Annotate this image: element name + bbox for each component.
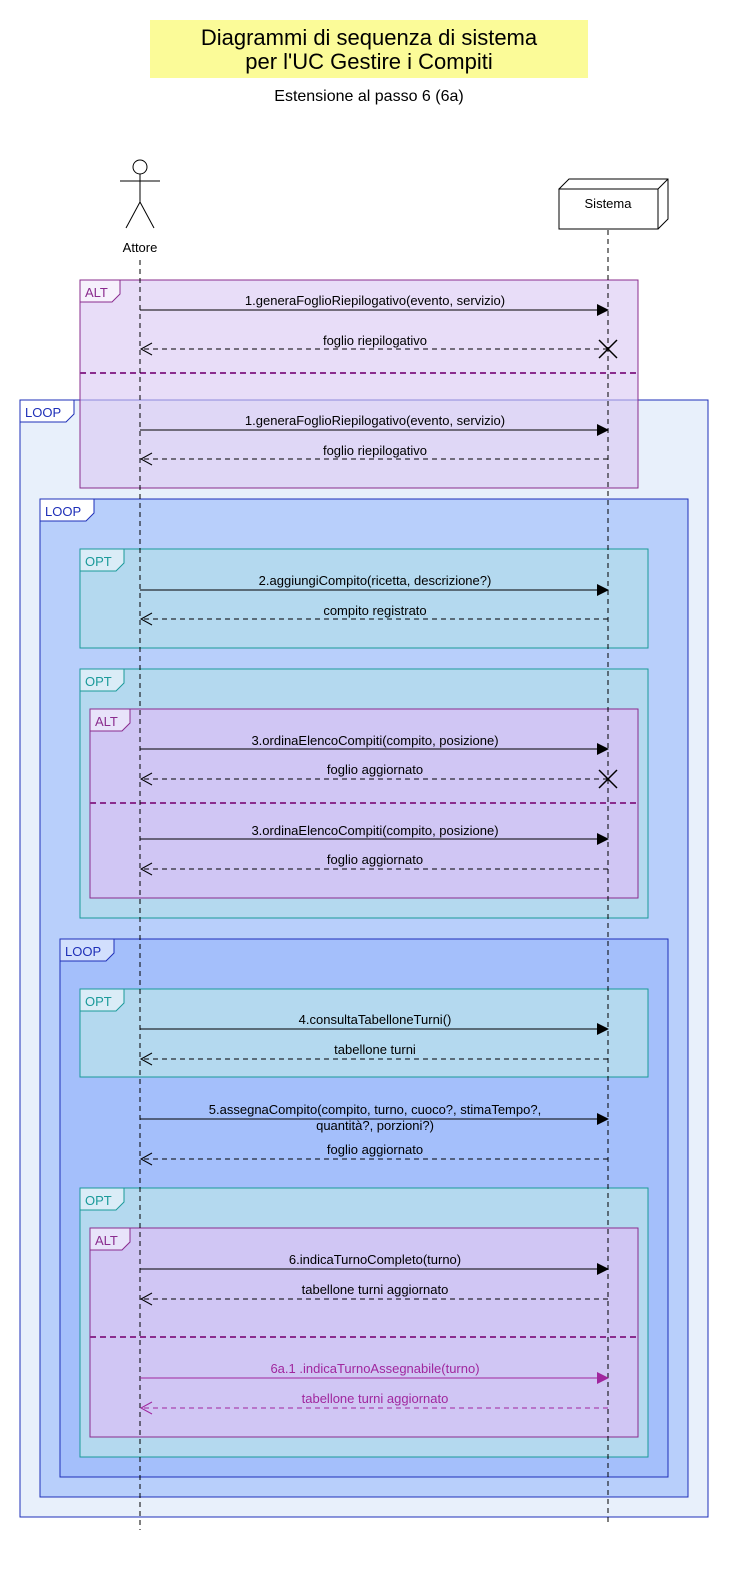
reply-arrowhead-1a bbox=[139, 342, 153, 356]
message-label-1b: 1.generaFoglioRiepilogativo(evento, serv… bbox=[245, 413, 505, 428]
actor-label: Attore bbox=[123, 240, 158, 255]
alt2-label: ALT bbox=[95, 714, 118, 729]
alt3-label: ALT bbox=[95, 1233, 118, 1248]
alt3-frame bbox=[89, 1227, 639, 1438]
loop-mid-label: LOOP bbox=[45, 504, 81, 519]
loop-outer-label: LOOP bbox=[25, 405, 61, 420]
reply-arrowhead-1b bbox=[139, 452, 153, 466]
loop-mid-tab bbox=[39, 498, 95, 522]
system-label: Sistema bbox=[585, 196, 633, 211]
opt1-label: OPT bbox=[85, 554, 112, 569]
reply-label-6a: tabellone turni aggiornato bbox=[302, 1391, 449, 1406]
opt2-label: OPT bbox=[85, 674, 112, 689]
opt4-tab bbox=[79, 1187, 125, 1211]
diagram-title: Diagrammi di sequenza di sistema per l'U… bbox=[150, 20, 588, 78]
message-label-5-line2: quantità?, porzioni?) bbox=[316, 1118, 434, 1133]
message-label-1a: 1.generaFoglioRiepilogativo(evento, serv… bbox=[245, 293, 505, 308]
reply-arrowhead-2 bbox=[139, 612, 153, 626]
reply-label-1a: foglio riepilogativo bbox=[323, 333, 427, 348]
system-node bbox=[558, 178, 669, 230]
reply-arrowhead-3a bbox=[139, 772, 153, 786]
opt2-tab bbox=[79, 668, 125, 692]
diagram-subtitle: Estensione al passo 6 (6a) bbox=[274, 88, 464, 105]
title-line-2: per l'UC Gestire i Compiti bbox=[245, 49, 493, 74]
reply-label-4: tabellone turni bbox=[334, 1042, 416, 1057]
reply-arrowhead-6 bbox=[139, 1292, 153, 1306]
alt1-tab bbox=[79, 279, 121, 303]
opt1-frame bbox=[79, 548, 649, 649]
message-label-5-line1: 5.assegnaCompito(compito, turno, cuoco?,… bbox=[209, 1102, 541, 1117]
alt1-label: ALT bbox=[85, 285, 108, 300]
alt2-tab bbox=[89, 708, 131, 732]
message-label-4: 4.consultaTabelloneTurni() bbox=[299, 1012, 452, 1027]
opt4-label: OPT bbox=[85, 1193, 112, 1208]
reply-arrowhead-4 bbox=[139, 1052, 153, 1066]
loop-inner-label: LOOP bbox=[65, 944, 101, 959]
loop-inner-tab bbox=[59, 938, 115, 962]
loop-outer-tab bbox=[19, 399, 75, 423]
reply-label-1b: foglio riepilogativo bbox=[323, 443, 427, 458]
message-label-6a: 6a.1 .indicaTurnoAssegnabile(turno) bbox=[270, 1361, 479, 1376]
reply-arrowhead-5 bbox=[139, 1152, 153, 1166]
destroy-icon-2 bbox=[598, 769, 618, 789]
alt1-frame bbox=[79, 279, 639, 489]
reply-label-3a: foglio aggiornato bbox=[327, 762, 423, 777]
message-label-3a: 3.ordinaElencoCompiti(compito, posizione… bbox=[251, 733, 498, 748]
destroy-icon-1 bbox=[598, 339, 618, 359]
reply-label-2: compito registrato bbox=[323, 603, 426, 618]
reply-label-6: tabellone turni aggiornato bbox=[302, 1282, 449, 1297]
reply-arrowhead-3b bbox=[139, 862, 153, 876]
alt3-tab bbox=[89, 1227, 131, 1251]
actor-icon bbox=[120, 159, 160, 229]
message-label-2: 2.aggiungiCompito(ricetta, descrizione?) bbox=[259, 573, 492, 588]
opt3-tab bbox=[79, 988, 125, 1012]
opt1-tab bbox=[79, 548, 125, 572]
opt3-label: OPT bbox=[85, 994, 112, 1009]
reply-arrowhead-6a bbox=[139, 1401, 153, 1415]
reply-label-3b: foglio aggiornato bbox=[327, 852, 423, 867]
message-label-3b: 3.ordinaElencoCompiti(compito, posizione… bbox=[251, 823, 498, 838]
reply-label-5: foglio aggiornato bbox=[327, 1142, 423, 1157]
opt3-frame bbox=[79, 988, 649, 1078]
title-line-1: Diagrammi di sequenza di sistema bbox=[200, 25, 538, 50]
message-label-6: 6.indicaTurnoCompleto(turno) bbox=[289, 1252, 461, 1267]
